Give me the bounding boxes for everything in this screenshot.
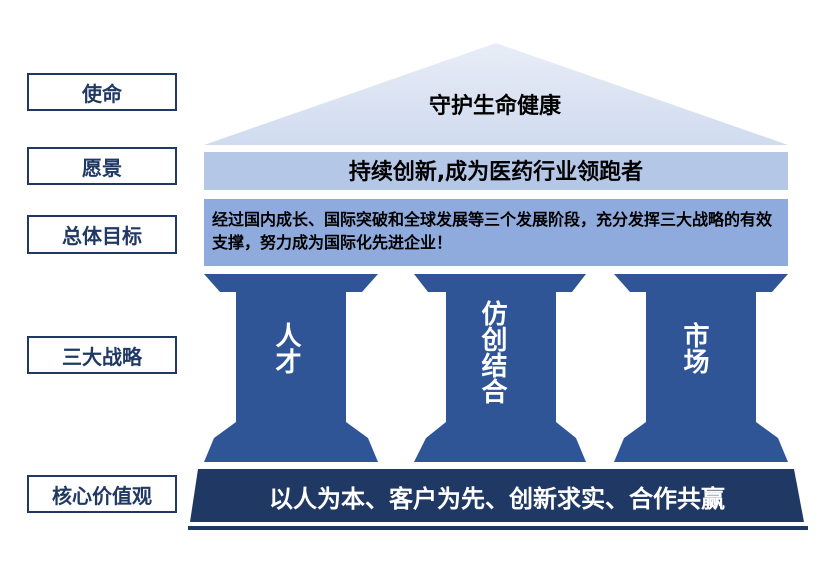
pillar-imitation-innovation [414,274,586,462]
vision-text: 持续创新,成为医药行业领跑者 [348,160,644,185]
base-shadow-line [188,526,808,530]
pillar-label-imitation-innovation: 仿创结合 [477,300,507,404]
pillar-label-talent: 人才 [271,322,301,374]
pillar-market [614,274,788,462]
roof-shape [204,43,788,145]
vision-band [204,152,788,190]
core-values-text: 以人为本、客户为先、创新求实、合作共赢 [269,484,725,513]
label-strategy: 三大战略 [27,336,177,374]
goal-band [204,199,788,266]
base-platform [190,469,804,522]
label-vision: 愿景 [27,147,177,185]
label-core-values: 核心价值观 [27,475,177,513]
pillar-talent [204,274,378,462]
goal-text: 经过国内成长、国际突破和全球发展等三个发展阶段，充分发挥三大战略的有效支撑，努力… [212,210,773,252]
label-goal: 总体目标 [27,215,177,254]
mission-text: 守护生命健康 [428,94,561,119]
pillar-label-market: 市场 [679,322,709,374]
label-mission: 使命 [27,73,177,111]
